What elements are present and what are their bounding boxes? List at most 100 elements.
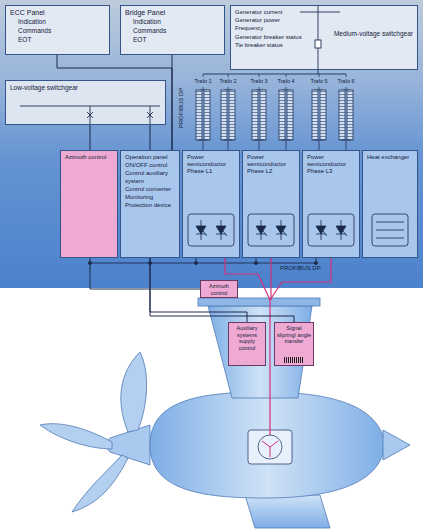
box-text: Tie breaker status bbox=[235, 42, 283, 49]
signal-connector bbox=[150, 258, 294, 322]
pod-box-fill bbox=[274, 322, 314, 366]
box-text: Generator current bbox=[235, 9, 282, 16]
signal-connector bbox=[57, 55, 172, 150]
signal-connector bbox=[90, 258, 200, 289]
heat-exchanger-symbol bbox=[372, 214, 408, 246]
box-fill bbox=[120, 5, 225, 55]
box-fill bbox=[362, 150, 418, 258]
box-fill bbox=[60, 150, 118, 258]
box-text: ON/OFF control bbox=[125, 162, 167, 169]
propulsion-pod bbox=[383, 430, 410, 460]
box-text: Azimuth control bbox=[65, 154, 106, 161]
transformer-label: Trafo 6 bbox=[337, 78, 354, 84]
box-text: EOT bbox=[10, 36, 31, 44]
propulsion-pod bbox=[258, 435, 282, 459]
fieldbus-line bbox=[315, 262, 318, 265]
heat-exchanger-symbol bbox=[372, 214, 408, 246]
box-text: Generator breaker status bbox=[235, 34, 302, 41]
propulsion-pod bbox=[262, 441, 278, 457]
barcode-mark bbox=[284, 357, 304, 363]
power-cable bbox=[269, 300, 270, 435]
panel-heading: Bridge Panel bbox=[125, 9, 165, 17]
propulsion-pod bbox=[40, 424, 112, 449]
box-fill bbox=[230, 5, 418, 70]
signal-connector bbox=[90, 125, 91, 150]
box-text: Heat exchanger bbox=[367, 154, 409, 161]
converter-cabinet: Power semiconductor Phase L2 bbox=[242, 150, 300, 258]
switchgear-box: Generator currentGenerator powerFrequenc… bbox=[230, 5, 418, 70]
pod-box-fill bbox=[200, 280, 238, 298]
power-semiconductor-symbol bbox=[188, 214, 354, 246]
power-semiconductor-symbol bbox=[188, 214, 234, 246]
propulsion-pod bbox=[150, 392, 385, 498]
converter-cabinet: Power semiconductor Phase L1 bbox=[182, 150, 240, 258]
power-semiconductor-symbol bbox=[216, 220, 227, 240]
switchgear-box: Low-voltage switchgear bbox=[5, 80, 166, 125]
switchgear-wiring bbox=[87, 112, 153, 118]
bus-label: PROFIBUS DP bbox=[178, 88, 185, 129]
power-semiconductor-symbol bbox=[248, 214, 294, 246]
power-semiconductor-symbol bbox=[308, 214, 354, 246]
pod-control-box: Signal slipring/ angle transfer bbox=[274, 322, 314, 366]
box-text: Protection device bbox=[125, 202, 171, 209]
transformer-label: Trafo 2 bbox=[219, 78, 236, 84]
panel-heading: ECC Panel bbox=[10, 9, 45, 17]
box-text: Control converter bbox=[125, 186, 171, 193]
transformer-group bbox=[196, 74, 210, 150]
power-semiconductor-symbol bbox=[276, 220, 287, 240]
box-fill bbox=[242, 150, 300, 258]
box-text: Azimuth control bbox=[203, 283, 235, 296]
transformer-group bbox=[312, 74, 326, 150]
bus-label: PROFIBUS DP bbox=[280, 265, 321, 272]
box-text: Commands bbox=[125, 27, 166, 35]
propulsion-pod bbox=[245, 495, 330, 528]
power-semiconductor-symbol bbox=[336, 220, 347, 240]
power-cable bbox=[270, 258, 331, 300]
transformer-group bbox=[252, 74, 266, 150]
pod-control-box: Auxiliary systems supply control bbox=[228, 322, 266, 366]
box-text: Low-voltage switchgear bbox=[10, 84, 78, 92]
transformer-group bbox=[279, 74, 293, 150]
box-fill bbox=[5, 80, 166, 125]
box-text: Power semiconductor Phase L3 bbox=[307, 154, 355, 176]
box-fill bbox=[120, 150, 180, 258]
power-cable bbox=[270, 258, 271, 300]
box-text: Frequency bbox=[235, 25, 263, 32]
pod-control-box: Azimuth control bbox=[200, 280, 238, 298]
box-text: Medium-voltage switchgear bbox=[329, 30, 413, 38]
fieldbus-line bbox=[90, 263, 316, 264]
box-text: Indication bbox=[10, 18, 46, 26]
cooling-cabinet: Heat exchanger bbox=[362, 150, 418, 258]
control-panel: ECC PanelIndicationCommandsEOT bbox=[5, 5, 110, 55]
propulsion-pod bbox=[121, 352, 147, 432]
power-semiconductor-symbol bbox=[256, 220, 267, 240]
heat-exchanger-symbol bbox=[376, 222, 404, 238]
switchgear-wiring bbox=[318, 5, 319, 74]
signal-connector bbox=[172, 55, 173, 150]
switchgear-wiring bbox=[300, 12, 340, 13]
transformer-label: Trafo 1 bbox=[194, 78, 211, 84]
box-fill bbox=[5, 5, 110, 55]
converter-cabinet: Power semiconductor Phase L3 bbox=[302, 150, 360, 258]
power-semiconductor-symbol bbox=[316, 220, 327, 240]
transformer-group bbox=[339, 74, 353, 150]
box-text: Control auxiliary system bbox=[125, 170, 175, 184]
box-text: Commands bbox=[10, 27, 51, 35]
box-fill bbox=[302, 150, 360, 258]
power-cable bbox=[225, 258, 331, 435]
signal-connector bbox=[150, 258, 247, 322]
power-semiconductor-symbol bbox=[196, 220, 207, 240]
box-text: Monitoring bbox=[125, 194, 153, 201]
box-fill bbox=[5, 5, 418, 258]
propulsion-pod bbox=[72, 455, 128, 512]
signal-connector bbox=[150, 125, 151, 150]
control-panel: Bridge PanelIndicationCommandsEOT bbox=[120, 5, 225, 55]
box-text: Signal slipring/ angle transfer bbox=[277, 325, 311, 345]
box-text: Generator power bbox=[235, 17, 280, 24]
transformer-group bbox=[221, 74, 235, 150]
propulsion-pod bbox=[40, 298, 410, 528]
box-text: Power semiconductor Phase L1 bbox=[187, 154, 235, 176]
transformer-label: Trafo 5 bbox=[310, 78, 327, 84]
transformer-label: Trafo 3 bbox=[250, 78, 267, 84]
